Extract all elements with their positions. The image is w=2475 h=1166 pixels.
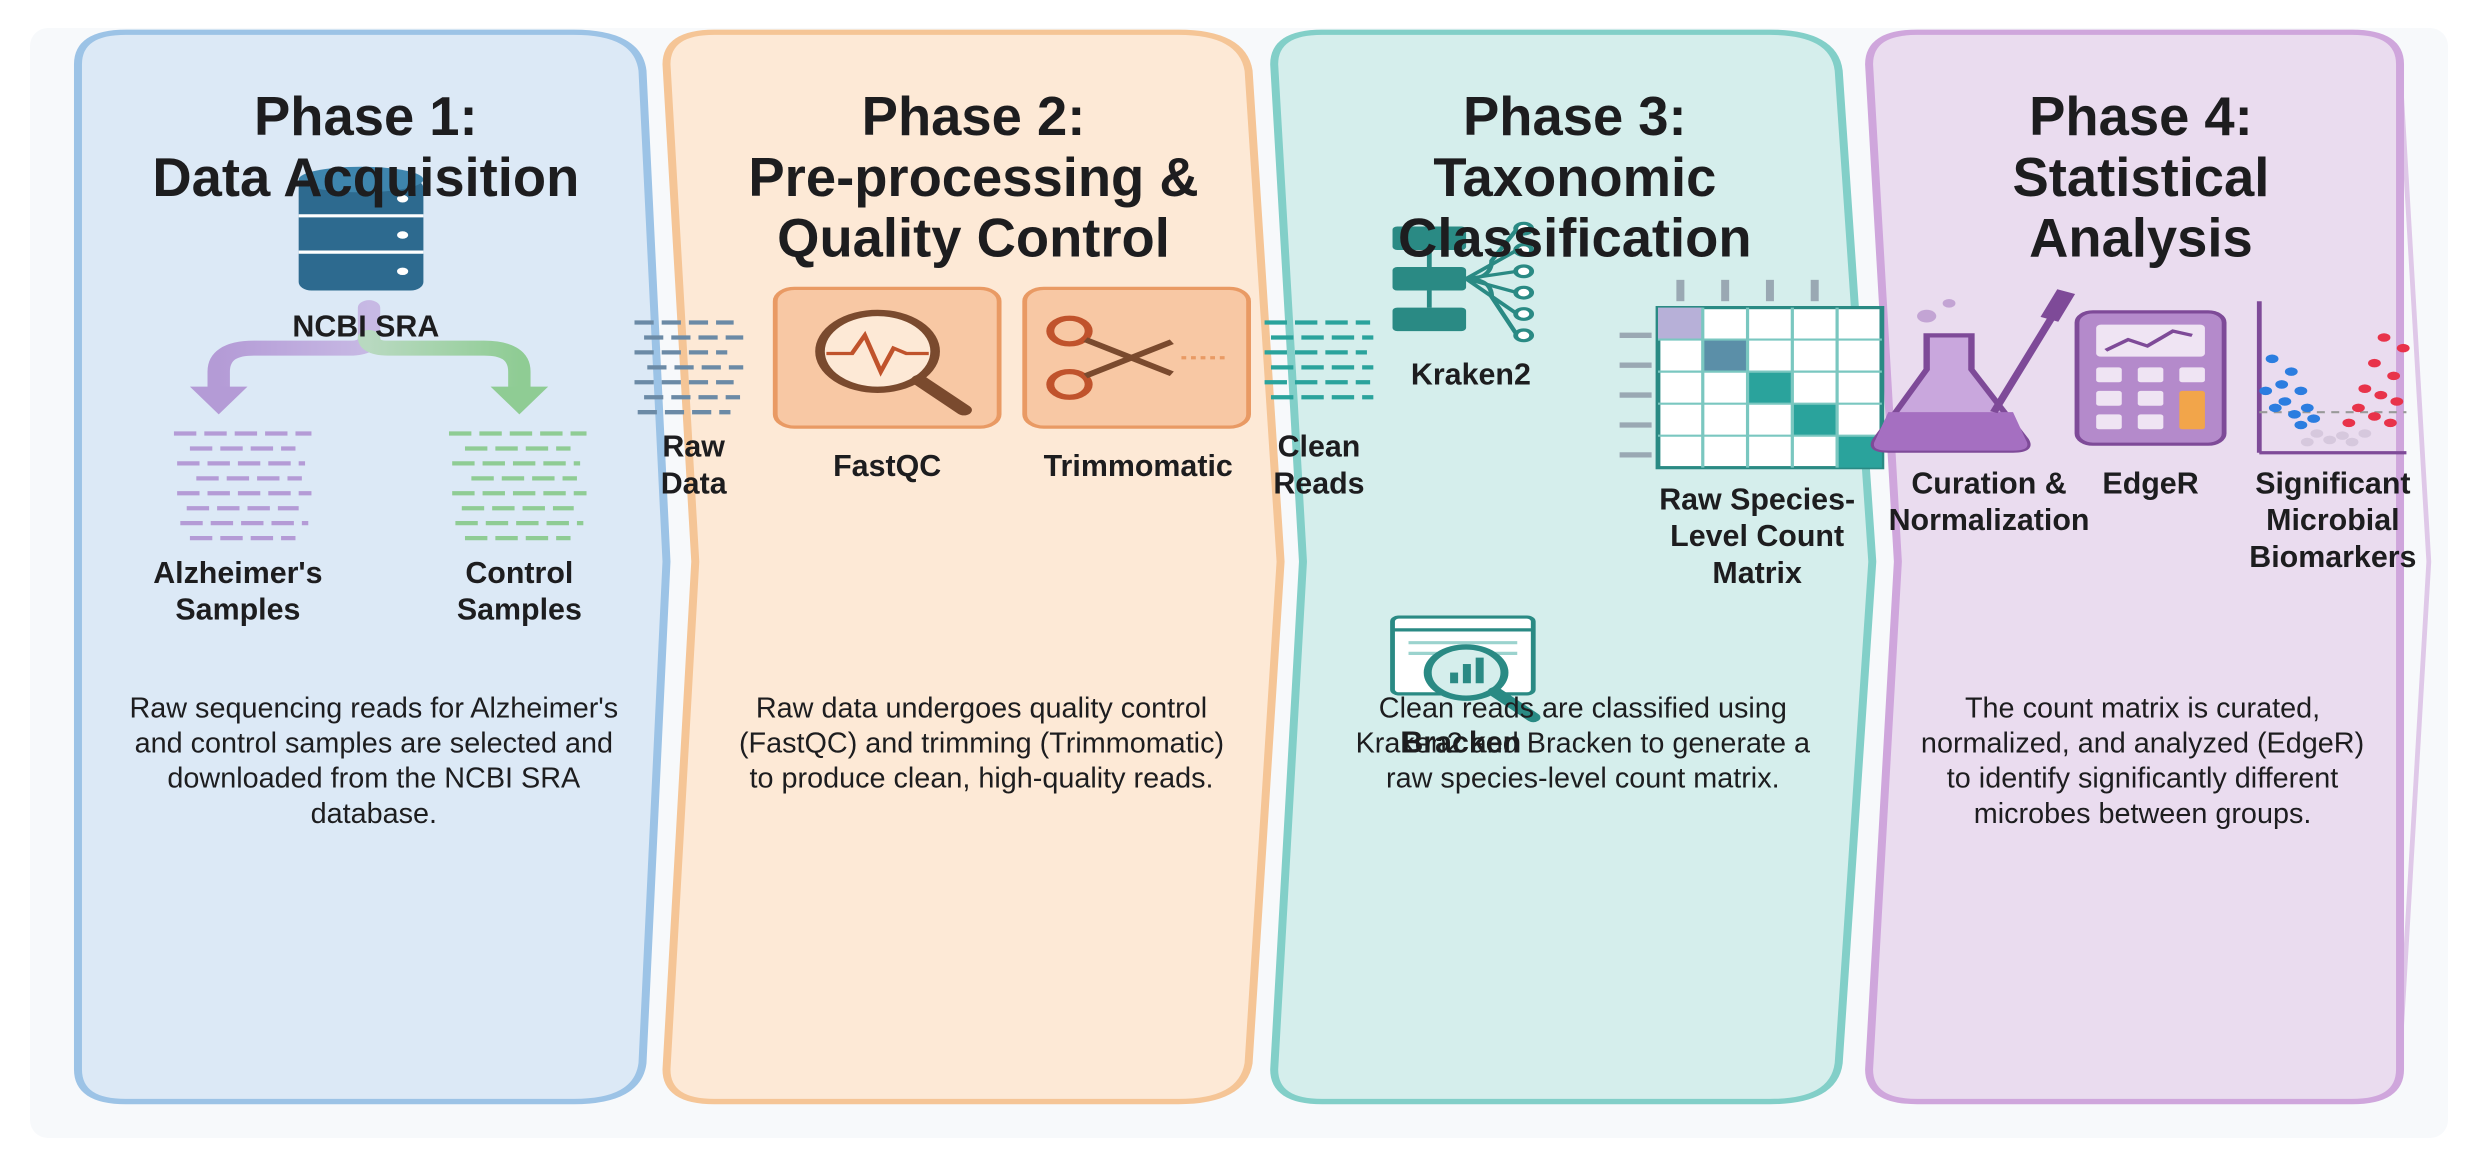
biomarkers-label: Significant Microbial Biomarkers — [2221, 466, 2445, 576]
phase-4-description: The count matrix is curated, normalized,… — [1920, 691, 2365, 829]
phase-2-title-line: Phase 2: — [861, 87, 1086, 149]
kraken2-label: Kraken2 — [1410, 358, 1531, 392]
calculator-icon — [2074, 310, 2227, 446]
trimmomatic-icon — [1022, 286, 1251, 429]
phase-1-title-line: Phase 1: — [253, 87, 478, 149]
phase-1-description: Raw sequencing reads for Alzheimer's and… — [129, 691, 619, 829]
fastqc-label: FastQC — [833, 450, 942, 484]
label-line: Control — [465, 556, 574, 591]
count-matrix-icon — [1619, 279, 1885, 470]
phase-2-title-line: Quality Control — [777, 209, 1170, 271]
label-line: Samples — [175, 593, 301, 628]
label-line: Alzheimer's — [153, 556, 323, 591]
raw-reads-icon — [634, 320, 744, 415]
label-line: Samples — [456, 593, 582, 628]
volcano-plot-icon — [2256, 301, 2410, 455]
phase-4-title: Phase 4: Statistical Analysis — [1885, 88, 2397, 270]
split-arrow-icon — [189, 300, 549, 415]
label-line: Significant — [2255, 467, 2411, 501]
flask-icon — [1870, 289, 2076, 453]
label-line: Reads — [1273, 467, 1365, 502]
phase-4-title-line: Statistical — [2012, 148, 2270, 210]
label-line: Raw — [662, 430, 725, 465]
phase-2-title: Phase 2: Pre-processing & Quality Contro… — [702, 88, 1246, 270]
trimmomatic-label: Trimmomatic — [1043, 450, 1233, 484]
workflow-diagram: Phase 1: Data Acquisition NCBI SRA Alzhe… — [30, 28, 2448, 1138]
label-line: Matrix — [1712, 557, 1802, 592]
label-line: Curation & — [1911, 467, 2067, 501]
edger-label: EdgeR — [2102, 467, 2199, 501]
phase-3-title: Phase 3: Taxonomic Classification — [1303, 88, 1847, 270]
label-line: Data — [660, 467, 727, 502]
phase-4-title-line: Analysis — [2029, 209, 2253, 271]
database-icon — [298, 166, 424, 291]
ncbi-sra-label: NCBI SRA — [292, 311, 440, 345]
alzheimer-samples-label: Alzheimer's Samples — [110, 555, 366, 629]
kraken2-icon — [1392, 221, 1535, 343]
phase-4-panel — [1865, 29, 2405, 1105]
diagram-shapes — [73, 29, 2432, 1105]
phase-1-title: Phase 1: Data Acquisition — [94, 88, 638, 210]
phase-3-title-line: Phase 3: — [1462, 87, 1687, 149]
label-line: Raw Species- — [1659, 484, 1856, 518]
bracken-icon — [1390, 615, 1541, 723]
curation-label: Curation & Normalization — [1837, 466, 2141, 540]
bracken-label: Bracken — [1401, 727, 1522, 762]
label-line: Normalization — [1888, 503, 2090, 538]
phase-3-title-line: Classification — [1398, 209, 1752, 271]
phase-1-panel — [73, 29, 671, 1105]
count-matrix-label: Raw Species- Level Count Matrix — [1597, 483, 1917, 593]
control-samples-label: Control Samples — [391, 555, 647, 629]
phase-2-title-line: Pre-processing & — [748, 148, 1199, 210]
control-reads-icon — [448, 431, 587, 541]
alzheimer-reads-icon — [173, 431, 312, 541]
label-line: Clean — [1277, 430, 1361, 465]
phase-2-description: Raw data undergoes quality control (Fast… — [738, 691, 1225, 794]
label-line: Microbial — [2266, 503, 2400, 538]
diagram-scaler: Phase 1: Data Acquisition NCBI SRA Alzhe… — [30, 28, 2448, 1138]
phase-3-title-line: Taxonomic — [1433, 148, 1717, 210]
clean-reads-label: Clean Reads — [1245, 429, 1392, 503]
end-chevron — [2397, 70, 2432, 1053]
label-line: Biomarkers — [2249, 540, 2417, 575]
phase-1-title-line: Data Acquisition — [152, 148, 580, 210]
phase-4-title-line: Phase 4: — [2029, 87, 2253, 149]
phase-3-description: Clean reads are classified using Kraken2… — [1355, 691, 1811, 794]
label-line: Level Count — [1670, 520, 1845, 555]
fastqc-icon — [772, 286, 1002, 429]
clean-reads-icon — [1264, 320, 1374, 400]
raw-data-label: Raw Data — [622, 429, 766, 503]
